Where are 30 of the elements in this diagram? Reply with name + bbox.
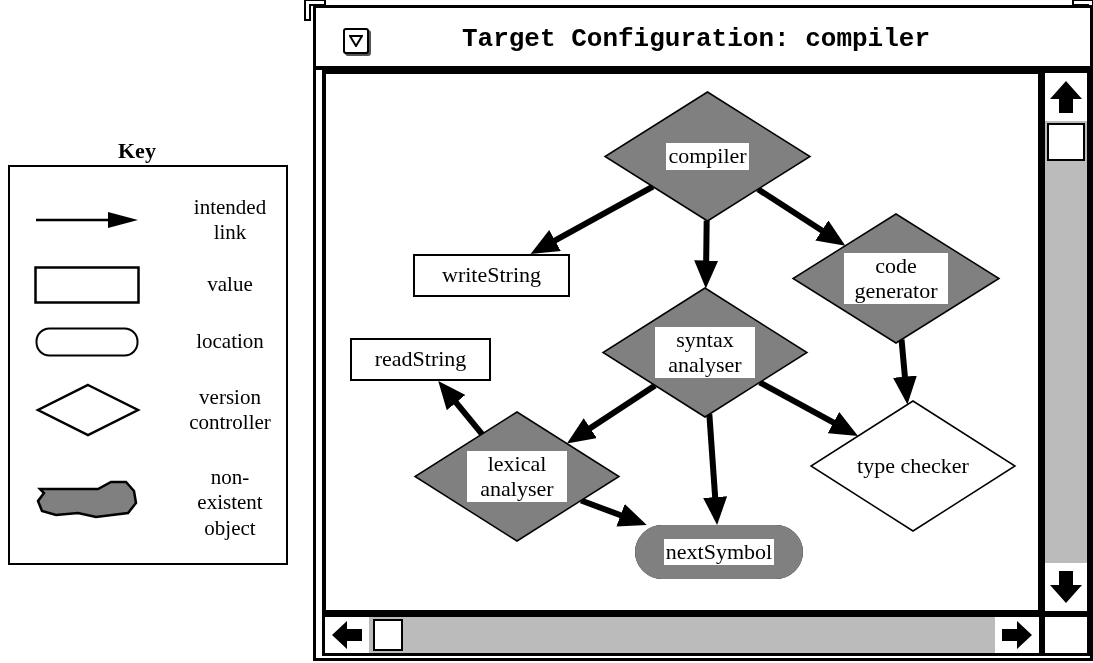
key-heading: Key xyxy=(118,138,156,164)
legend-label: value xyxy=(206,272,254,298)
window-frame xyxy=(313,5,1093,661)
node-label: compiler xyxy=(666,143,749,170)
node-label: syntax analyser xyxy=(655,326,755,379)
arrow xyxy=(580,497,647,527)
window-title: Target Configuration: compiler xyxy=(460,24,932,54)
location-pill xyxy=(635,525,803,579)
arrow xyxy=(530,184,655,254)
version-diamond xyxy=(603,288,807,417)
value-box xyxy=(350,338,491,381)
arrow xyxy=(758,379,859,436)
legend-label: version controller xyxy=(188,384,272,436)
version-diamond xyxy=(811,401,1015,531)
version-diamond xyxy=(793,214,999,343)
version-diamond xyxy=(605,92,810,221)
legend-label: intended link xyxy=(192,194,268,246)
node-label: code generator xyxy=(844,252,948,305)
arrow xyxy=(892,339,917,405)
arrow xyxy=(756,186,846,246)
node-label: nextSymbol xyxy=(663,538,775,566)
legend-label: location xyxy=(195,329,265,355)
arrow xyxy=(703,414,728,525)
arrow xyxy=(566,382,657,444)
arrow xyxy=(438,381,485,437)
legend-label: non-existent object xyxy=(196,465,264,541)
version-diamond xyxy=(415,412,619,541)
node-label: lexical analyser xyxy=(467,450,567,503)
arrow xyxy=(694,220,719,289)
value-box xyxy=(413,254,570,297)
